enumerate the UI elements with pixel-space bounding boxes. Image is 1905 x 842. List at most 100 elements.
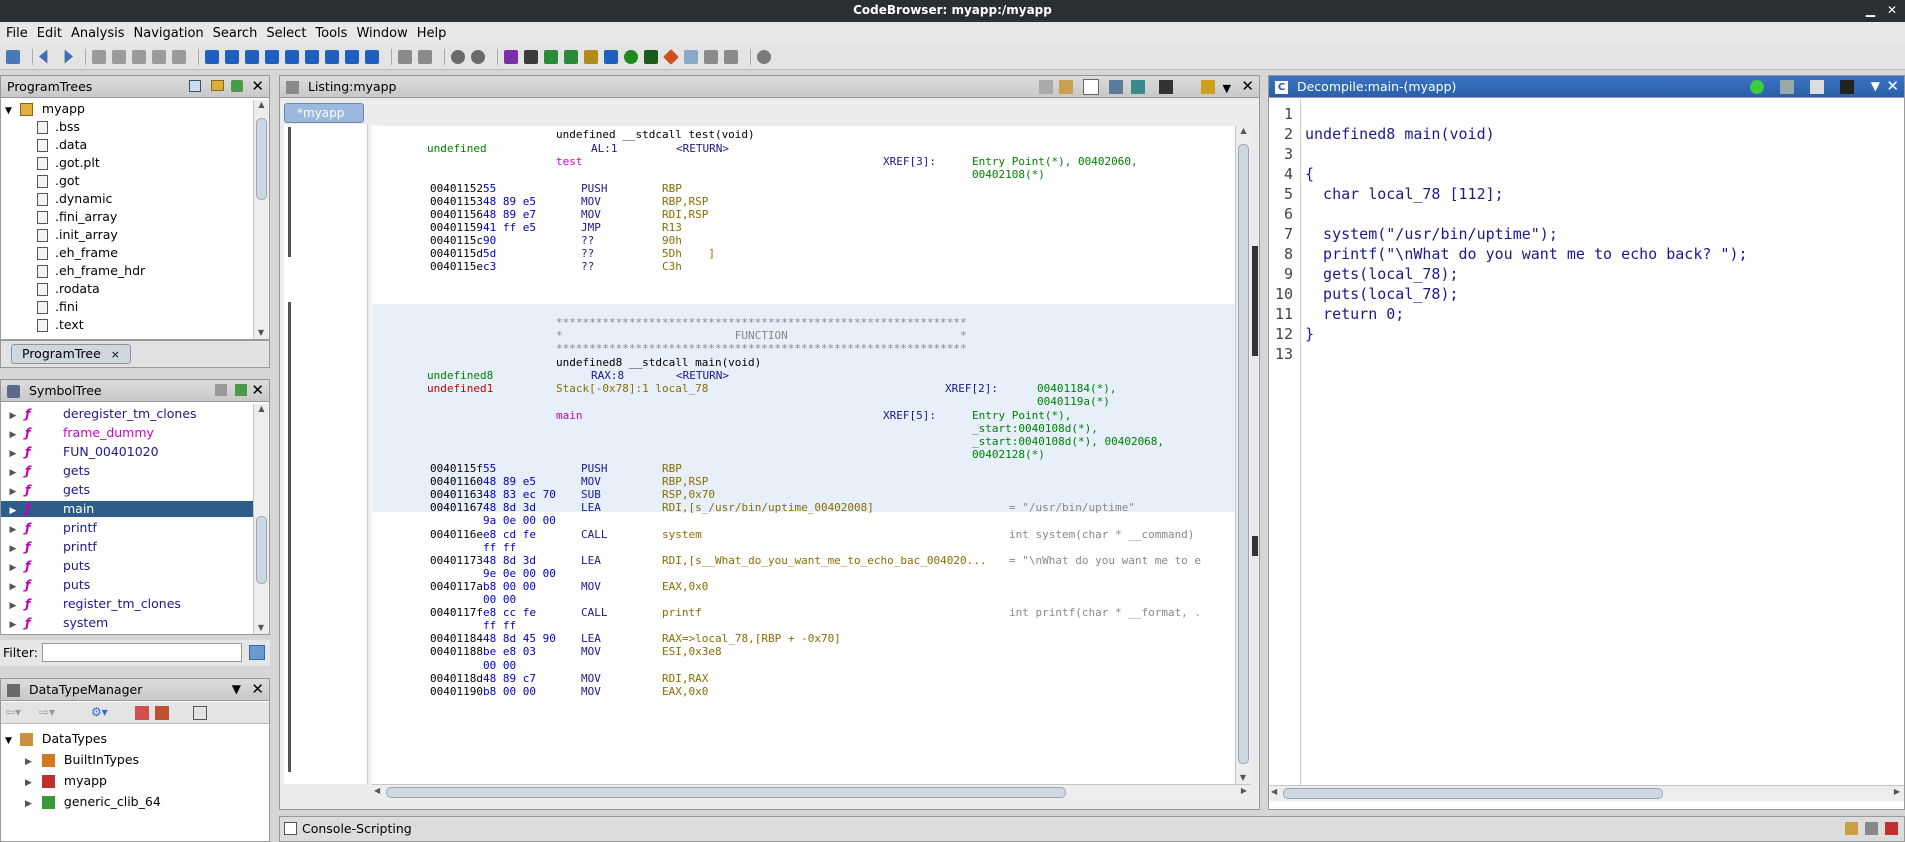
forward-arrow-icon[interactable] — [64, 49, 73, 64]
code-line[interactable]: puts(local_78); — [1305, 285, 1459, 303]
expand-icon[interactable]: ▶ — [9, 620, 17, 630]
expand-icon[interactable]: ▶ — [9, 468, 17, 478]
expand-icon[interactable]: ▶ — [9, 582, 17, 592]
datatype-item[interactable]: ▶ generic_clib_64 — [25, 794, 161, 809]
close-tab-icon[interactable]: × — [110, 348, 120, 361]
export-icon[interactable] — [704, 49, 718, 64]
debug-icon[interactable] — [757, 49, 771, 64]
script-icon[interactable] — [604, 49, 618, 64]
menu-edit[interactable]: Edit — [36, 25, 62, 41]
expand-icon[interactable]: ▶ — [9, 601, 17, 611]
program-tree-item[interactable]: .data — [37, 137, 87, 153]
menu-help[interactable]: Help — [416, 25, 447, 41]
nav-icon[interactable] — [172, 49, 186, 64]
graph-icon[interactable] — [544, 49, 558, 64]
decompile-hscrollbar[interactable]: ◀ ▶ — [1269, 785, 1904, 801]
menu-tools[interactable]: Tools — [315, 25, 348, 41]
filter-icon[interactable] — [135, 706, 149, 720]
cut-icon[interactable] — [398, 49, 412, 64]
program-tree-item[interactable]: .init_array — [37, 227, 118, 243]
menu-analysis[interactable]: Analysis — [70, 25, 125, 41]
code-line[interactable]: { — [1305, 165, 1315, 183]
bookmark-icon[interactable] — [663, 48, 679, 65]
tab-programtree[interactable]: ProgramTree × — [11, 344, 131, 364]
back-arrow-icon[interactable] — [39, 49, 48, 64]
expand-icon[interactable]: ▶ — [9, 449, 17, 459]
datatype-item[interactable]: ▶ BuiltInTypes — [25, 752, 140, 767]
close-icon[interactable]: ✕ — [251, 381, 264, 399]
menu-dropdown-icon[interactable]: ▼ — [1870, 79, 1880, 93]
nav-icon[interactable] — [92, 49, 106, 64]
value-icon[interactable] — [345, 49, 359, 64]
diff-icon[interactable] — [1131, 80, 1145, 94]
program-tree-item[interactable]: .rodata — [37, 281, 100, 297]
program-tree-item[interactable]: .fini — [37, 299, 78, 315]
collapse-icon[interactable] — [193, 706, 207, 720]
datatype-item[interactable]: ▶ myapp — [25, 773, 107, 788]
cursor-icon[interactable] — [1083, 79, 1099, 95]
copy-icon[interactable] — [1780, 80, 1794, 94]
instruction-icon[interactable] — [225, 49, 239, 64]
back-arrow-icon[interactable]: ⇦▾ — [5, 705, 22, 719]
symbol-tree-scrollbar[interactable]: ▲ ▼ — [253, 404, 269, 634]
expand-icon[interactable]: ▶ — [9, 563, 17, 573]
expand-icon[interactable]: ▼ — [5, 106, 12, 116]
program-tree-item[interactable]: .fini_array — [37, 209, 117, 225]
nav-icon[interactable] — [132, 49, 146, 64]
expand-icon[interactable]: ▶ — [9, 430, 17, 440]
menu-select[interactable]: Select — [266, 25, 307, 41]
expand-icon[interactable]: ▶ — [9, 525, 17, 535]
filter-options-icon[interactable] — [249, 645, 265, 660]
save-icon[interactable] — [6, 49, 20, 64]
layout-icon[interactable] — [1201, 80, 1215, 94]
diff-icon[interactable] — [564, 49, 578, 64]
tree-icon[interactable] — [724, 49, 738, 64]
snapshot-icon[interactable] — [1840, 80, 1854, 94]
program-tree-item[interactable]: .dynamic — [37, 191, 112, 207]
refresh-icon[interactable] — [231, 80, 244, 93]
paste-icon[interactable] — [1059, 80, 1073, 94]
folder-icon[interactable] — [584, 49, 598, 64]
edit-icon[interactable] — [1810, 80, 1824, 94]
open-folder-icon[interactable] — [211, 80, 224, 93]
function-icon[interactable] — [305, 49, 319, 64]
code-line[interactable]: char local_78 [112]; — [1305, 185, 1504, 203]
expand-icon[interactable]: ▶ — [9, 544, 17, 554]
listing-scrollbar[interactable]: ▲ ▼ — [1235, 126, 1251, 784]
expand-icon[interactable]: ▶ — [25, 778, 32, 788]
close-window-button[interactable]: ✕ — [1886, 3, 1897, 17]
tab-myapp[interactable]: *myapp ✕ — [284, 103, 364, 138]
expand-icon[interactable]: ▶ — [9, 487, 17, 497]
copy-icon[interactable] — [418, 49, 432, 64]
clear-icon[interactable] — [1885, 822, 1898, 835]
redo-icon[interactable] — [471, 49, 485, 64]
expand-icon[interactable]: ▶ — [25, 757, 32, 767]
program-tree-item[interactable]: .eh_frame — [37, 245, 118, 261]
undefined-icon[interactable] — [265, 49, 279, 64]
settings-icon[interactable]: ⚙▾ — [91, 705, 108, 719]
code-line[interactable]: system("/usr/bin/uptime"); — [1305, 225, 1558, 243]
program-tree-scrollbar[interactable]: ▲ ▼ — [253, 100, 269, 339]
expand-icon[interactable]: ▶ — [25, 799, 32, 809]
menu-dropdown-icon[interactable]: ▼ — [231, 682, 241, 696]
minimize-button[interactable]: ▁ — [1865, 3, 1875, 17]
undo-icon[interactable] — [451, 49, 465, 64]
new-tree-icon[interactable] — [189, 80, 202, 93]
code-line[interactable]: gets(local_78); — [1305, 265, 1459, 283]
terminal-icon[interactable] — [644, 49, 658, 64]
program-tree-item[interactable]: .text — [37, 317, 84, 333]
lock-icon[interactable] — [215, 384, 227, 396]
menu-dropdown-icon[interactable]: ▼ — [1222, 82, 1231, 95]
close-icon[interactable]: ✕ — [1241, 77, 1254, 95]
program-tree-item[interactable]: .bss — [37, 119, 80, 135]
down-arrow-icon[interactable] — [205, 49, 219, 64]
expand-icon[interactable]: ▼ — [5, 736, 12, 746]
